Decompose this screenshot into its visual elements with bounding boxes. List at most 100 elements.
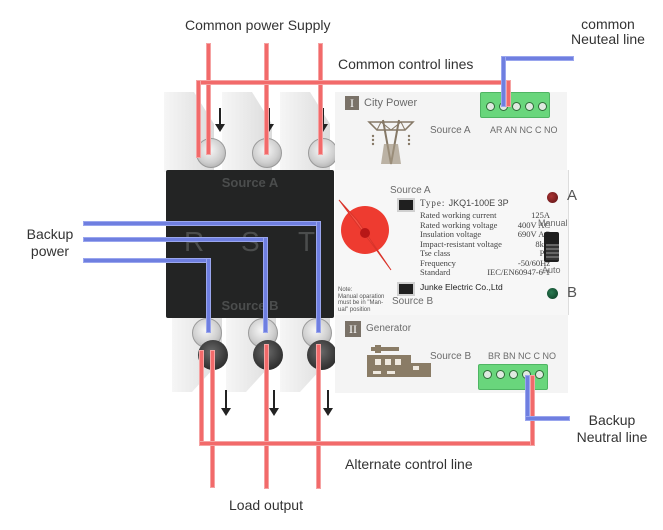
manufacturer-label: Junke Electric Co.,Ltd — [420, 282, 503, 292]
spec-value: -50/60Hz — [517, 257, 550, 268]
note-line: must be in "Man- — [338, 300, 384, 306]
source-a-indicator-window — [397, 198, 415, 212]
supply-wire-t-main — [318, 43, 323, 155]
led-b-label: B — [567, 284, 578, 301]
led-a-label: A — [567, 187, 578, 204]
common-control-line-h — [196, 80, 511, 85]
alternate-control-right-rise — [530, 375, 535, 446]
source-b-terminal-block[interactable] — [478, 364, 548, 390]
backup-power-wire-t-v — [316, 221, 321, 333]
power-tower-icon — [367, 119, 415, 165]
note-line: ual" position — [338, 306, 371, 313]
source-b-label: Source B — [430, 351, 472, 362]
source-a-title: City Power — [364, 97, 418, 109]
terminal-b-nc[interactable] — [509, 370, 518, 379]
spec-value: 690V AC — [517, 229, 550, 239]
alternate-control-line-label: Alternate control line — [345, 456, 473, 472]
supply-wire-s-main — [264, 43, 269, 155]
common-neutral-line-label-1: common — [581, 16, 635, 32]
cover-source-b-label: Source B — [221, 298, 279, 313]
manual-operation-knob[interactable] — [333, 178, 403, 278]
spec-row: Frequency -50/60Hz — [420, 257, 550, 269]
spec-row: Insulation voltage 690V AC — [420, 229, 550, 240]
terminal-br[interactable] — [483, 370, 492, 379]
terminal-nc[interactable] — [512, 102, 521, 111]
terminal-b-no[interactable] — [535, 370, 544, 379]
terminal-no[interactable] — [538, 102, 547, 111]
type-label: Type: — [420, 198, 446, 208]
common-neutral-line-label: common Neuteal line — [558, 17, 658, 47]
terminal-screw-top-r[interactable] — [196, 138, 226, 168]
backup-neutral-line-label: Backup Neutral line — [562, 412, 662, 446]
backup-power-wire-t-h — [83, 221, 321, 226]
backup-neutral-line-label-1: Backup — [588, 412, 636, 428]
source-b-indicator-window — [397, 282, 415, 296]
source-b-title: Generator — [366, 323, 412, 334]
spec-name: Insulation voltage — [420, 229, 482, 239]
spec-name: Impact-resistant voltage — [420, 238, 502, 249]
source-a-terminal-block[interactable] — [480, 92, 550, 118]
terminal-screw-top-t[interactable] — [308, 138, 338, 168]
phase-t-label: T — [298, 226, 316, 257]
backup-power-label-2: power — [30, 243, 70, 259]
type-value: JKQ1-100E 3P — [448, 198, 509, 208]
manual-auto-switch[interactable] — [544, 232, 559, 262]
phase-s-label: S — [241, 226, 260, 258]
phase-r-label: R — [184, 226, 204, 258]
switch-slider[interactable] — [546, 244, 559, 260]
common-control-line-right-drop — [506, 80, 511, 107]
spec-value: 125A — [531, 210, 550, 220]
switch-manual-label: Manual — [538, 218, 568, 228]
terminal-ar[interactable] — [486, 102, 495, 111]
alternate-control-line-h — [199, 441, 535, 446]
common-neutral-line-h — [501, 56, 574, 61]
spec-value: 400V AC — [517, 219, 550, 230]
supply-wire-r-main — [206, 43, 211, 155]
spec-name: Rated working current — [420, 210, 497, 220]
source-a-terminal-labels: AR AN NC C NO — [490, 125, 558, 135]
backup-power-label: Backup power — [18, 226, 82, 260]
spec-name: Rated working voltage — [420, 219, 498, 230]
spec-value: IEC/EN60947-6-1 — [487, 267, 550, 277]
terminal-bn[interactable] — [496, 370, 505, 379]
note-line: Note: — [338, 287, 353, 293]
led-source-a — [547, 192, 558, 203]
load-output-label: Load output — [229, 497, 303, 513]
type-line: Type: JKQ1-100E 3P — [420, 198, 509, 208]
backup-power-wire-s-h — [83, 237, 268, 242]
terminal-c[interactable] — [525, 102, 534, 111]
flow-arrow-bottom-3 — [323, 390, 333, 416]
backup-power-wire-s-v — [263, 237, 268, 333]
source-a-badge: I — [345, 96, 359, 110]
common-power-supply-label: Common power Supply — [185, 17, 331, 33]
backup-neutral-line-label-2: Neutral line — [576, 429, 648, 445]
flow-arrow-top-1 — [215, 108, 225, 132]
source-b-terminal-labels: BR BN NC C NO — [488, 351, 557, 361]
load-output-wire-s — [264, 344, 269, 489]
spec-name: Frequency — [420, 257, 456, 268]
spec-row: Rated working voltage 400V AC — [420, 219, 550, 231]
spec-name: Tse class — [420, 248, 451, 258]
spec-row: Rated working current 125A — [420, 210, 550, 221]
indicator-source-b-label: Source B — [392, 296, 434, 307]
backup-neutral-line-h — [525, 416, 570, 421]
flow-arrow-top-3 — [318, 108, 328, 132]
indicator-source-a-label: Source A — [390, 185, 431, 196]
front-panel: Source A Type: JKQ1-100E 3P Rated workin… — [333, 170, 577, 315]
load-screw-t[interactable] — [307, 340, 337, 370]
flow-arrow-bottom-1 — [221, 390, 231, 416]
backup-power-wire-r-v — [206, 258, 211, 333]
load-output-wire-r — [210, 350, 215, 488]
flow-arrow-top-2 — [264, 108, 274, 132]
source-a-label: Source A — [430, 125, 471, 136]
common-neutral-line-label-2: Neuteal line — [571, 31, 645, 47]
note-line: Manual oparation — [338, 293, 385, 300]
backup-power-label-1: Backup — [26, 226, 74, 242]
flow-arrow-bottom-2 — [269, 390, 279, 416]
common-control-lines-label: Common control lines — [338, 56, 474, 72]
terminal-cover: Source A R S T Source B — [166, 170, 334, 318]
